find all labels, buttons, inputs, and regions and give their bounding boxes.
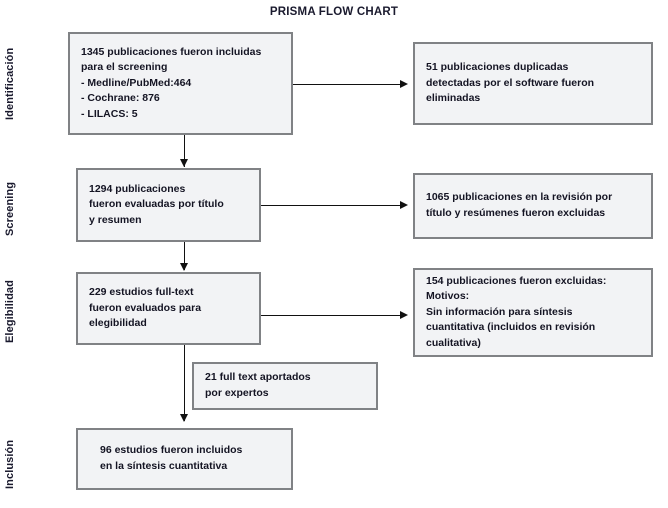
stage-label-inclusion: Inclusión xyxy=(4,439,16,489)
box-line: elegibilidad xyxy=(89,317,147,330)
box-line: - Medline/PubMed:464 xyxy=(81,76,192,89)
box-identification-main: 1345 publicaciones fueron incluidas para… xyxy=(68,32,293,135)
box-line: 51 publicaciones duplicadas xyxy=(426,61,569,74)
box-inclusion-main: 96 estudios fueron incluidos en la sínte… xyxy=(76,428,293,490)
box-line: 229 estudios full-text xyxy=(89,286,194,299)
stage-label-elegibilidad: Elegibilidad xyxy=(4,280,16,344)
box-line: y resumen xyxy=(89,213,142,226)
box-line: Motivos: xyxy=(426,290,470,303)
box-screening-excluded: 1065 publicaciones en la revisión por tí… xyxy=(413,173,653,239)
box-line: 1065 publicaciones en la revisión por xyxy=(426,191,613,204)
arrow-head-down-inclusion xyxy=(180,414,188,422)
box-screening-main: 1294 publicaciones fueron evaluadas por … xyxy=(76,168,261,242)
box-line: para el screening xyxy=(81,61,168,74)
box-expert-added: 21 full text aportados por expertos xyxy=(192,362,378,410)
arrow-head-right-screening-excluded xyxy=(400,200,408,209)
box-line: fueron evaluados para xyxy=(89,301,202,314)
page-title: PRISMA FLOW CHART xyxy=(269,6,399,18)
connector-identification-to-duplicates xyxy=(293,84,403,86)
box-line: 96 estudios fueron incluidos xyxy=(100,444,243,457)
box-line: 1345 publicaciones fueron incluidas xyxy=(81,45,262,58)
box-line: por expertos xyxy=(205,387,269,399)
arrow-head-right-eligibility-excluded xyxy=(400,310,408,319)
connector-eligibility-to-inclusion xyxy=(184,345,186,421)
box-line: 154 publicaciones fueron excluidas: xyxy=(426,274,607,287)
box-line: - LILACS: 5 xyxy=(81,107,138,120)
box-line: título y resúmenes fueron excluidas xyxy=(426,207,606,219)
arrow-head-down-screening xyxy=(180,159,188,167)
box-line: - Cochrane: 876 xyxy=(81,92,160,105)
box-line: Sin información para síntesis xyxy=(426,305,573,318)
connector-screening-to-excluded xyxy=(261,205,403,207)
arrow-head-down-eligibility xyxy=(180,263,188,271)
box-line: 21 full text aportados xyxy=(205,371,311,384)
arrow-head-right-duplicates xyxy=(400,79,408,88)
box-line: en la síntesis cuantitativa xyxy=(100,460,228,472)
box-line: cualitativa) xyxy=(426,336,481,349)
stage-label-screening: Screening xyxy=(4,181,16,237)
box-line: eliminadas xyxy=(426,92,481,105)
box-eligibility-excluded: 154 publicaciones fueron excluidas: Moti… xyxy=(413,268,653,357)
box-eligibility-main: 229 estudios full-text fueron evaluados … xyxy=(76,272,261,345)
box-line: fueron evaluadas por título xyxy=(89,198,224,211)
box-duplicates-removed: 51 publicaciones duplicadas detectadas p… xyxy=(413,42,653,125)
connector-identification-to-screening xyxy=(184,135,186,167)
box-line: cuantitativa (incluidos en revisión xyxy=(426,321,596,334)
box-line: detectadas por el software fueron xyxy=(426,76,595,89)
connector-screening-to-eligibility xyxy=(184,242,186,270)
box-line: 1294 publicaciones xyxy=(89,182,186,195)
stage-label-identificacion: Identificación xyxy=(4,47,16,121)
connector-eligibility-to-excluded xyxy=(261,315,403,317)
